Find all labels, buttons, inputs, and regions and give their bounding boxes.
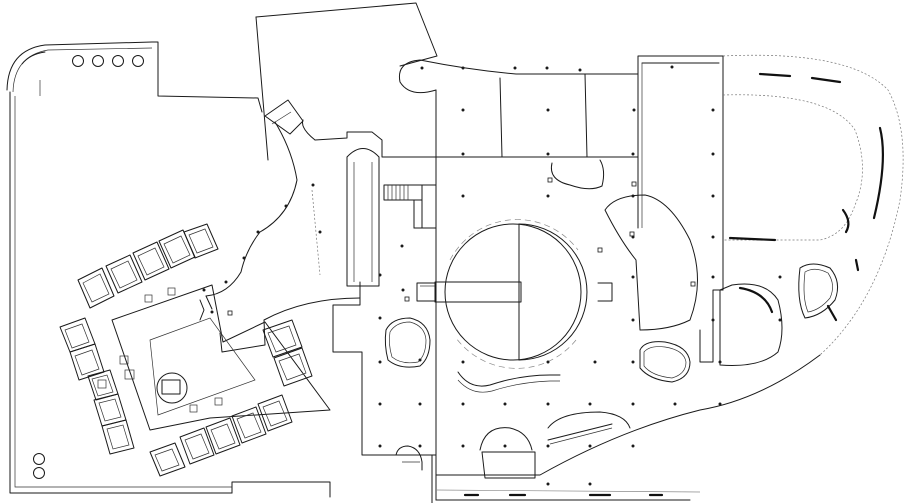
column-grid — [202, 65, 782, 486]
right-vertical-block — [641, 55, 724, 363]
guest-rooms — [59, 223, 313, 477]
vertical-ramp — [332, 148, 437, 456]
lower-benches — [457, 371, 631, 479]
central-curved-lobby — [199, 119, 439, 353]
pavilion-wing — [111, 284, 331, 431]
organic-rooms — [384, 159, 839, 383]
curved-walls — [728, 72, 884, 322]
right-garden-path — [722, 94, 863, 241]
top-left-round-fixtures — [33, 55, 144, 479]
left-wing-outline — [6, 41, 331, 498]
lower-entry — [395, 156, 437, 503]
central-rotunda — [416, 219, 613, 369]
square-columns — [227, 177, 696, 316]
main-hall-outline — [398, 54, 904, 501]
top-room-strip — [435, 73, 639, 229]
stair-box — [383, 184, 437, 229]
